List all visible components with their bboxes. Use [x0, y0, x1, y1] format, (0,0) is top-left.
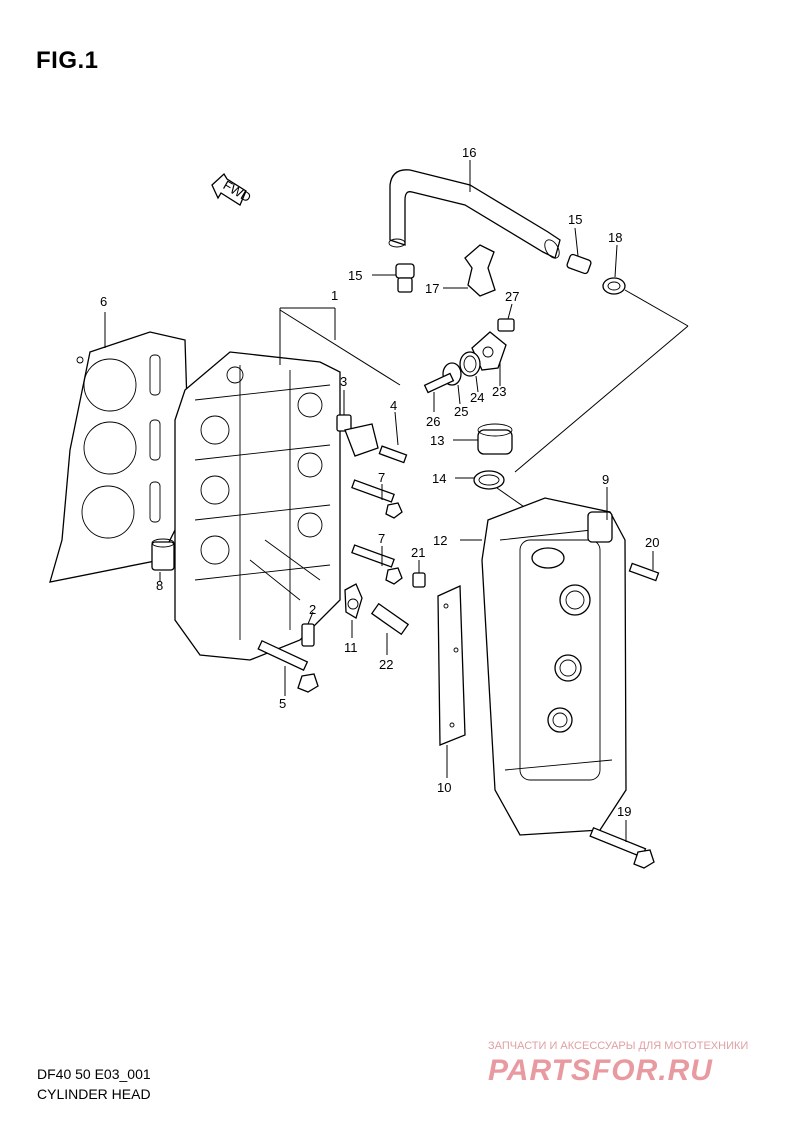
- cylinder-head: [174, 307, 401, 661]
- callout-15a: 15: [348, 268, 362, 283]
- callout-19: 19: [617, 804, 631, 819]
- watermark-brand: PARTSFOR.RU: [488, 1054, 713, 1087]
- diagram-name: CYLINDER HEAD: [37, 1086, 151, 1102]
- callout-15b: 15: [568, 212, 582, 227]
- callout-7b: 7: [378, 531, 385, 546]
- callout-5: 5: [279, 696, 286, 711]
- bolt-part-27: [497, 303, 515, 332]
- callout-4: 4: [390, 398, 397, 413]
- clip-part-17: [443, 244, 496, 297]
- sleeve-part-3: [336, 390, 352, 432]
- cap-part-13: [453, 423, 513, 455]
- callout-10: 10: [437, 780, 451, 795]
- callout-17: 17: [425, 281, 439, 296]
- screw-part-21: [412, 560, 426, 588]
- callout-12: 12: [433, 533, 447, 548]
- hose-part-16: [388, 160, 561, 259]
- callout-20: 20: [645, 535, 659, 550]
- callout-16: 16: [462, 145, 476, 160]
- bolt-part-26: [423, 372, 455, 412]
- callout-25: 25: [454, 404, 468, 419]
- cylinder-head-cover: [460, 487, 627, 836]
- bracket-part-4: [344, 411, 408, 464]
- callout-6: 6: [100, 294, 107, 309]
- callout-14: 14: [432, 471, 446, 486]
- bolt-part-7-upper: [351, 479, 403, 519]
- bolt-part-20: [628, 551, 660, 582]
- callout-24: 24: [470, 390, 484, 405]
- callout-11: 11: [344, 640, 358, 655]
- callout-18: 18: [608, 230, 622, 245]
- sensor-part-22: [370, 602, 410, 655]
- seal-part-11: [344, 583, 363, 638]
- dowel-pin: [151, 538, 175, 582]
- watermark-tagline: ЗАПЧАСТИ И АКСЕССУАРЫ ДЛЯ МОТОТЕХНИКИ: [488, 1040, 749, 1052]
- callout-1: 1: [331, 288, 338, 303]
- oring-part-24: [459, 351, 481, 393]
- callout-27: 27: [505, 289, 519, 304]
- bolt-part-19: [589, 820, 655, 869]
- diagram-code: DF40 50 E03_001: [37, 1066, 151, 1082]
- bolt-part-5: [257, 639, 319, 696]
- callout-labels: 1 2 3 4 5 6 7 7 8 9 10 11 12 13 14 15 15…: [100, 145, 659, 819]
- fitting-part-15-left: [372, 263, 415, 293]
- callout-2: 2: [309, 602, 316, 617]
- callout-3: 3: [340, 374, 347, 389]
- callout-22: 22: [379, 657, 393, 672]
- fwd-arrow: FWD: [211, 172, 254, 206]
- watermark: ЗАПЧАСТИ И АКСЕССУАРЫ ДЛЯ МОТОТЕХНИКИ PA…: [488, 1040, 784, 1092]
- callout-21: 21: [411, 545, 425, 560]
- callout-8: 8: [156, 578, 163, 593]
- figure-title: FIG.1: [36, 47, 99, 74]
- callout-7a: 7: [378, 470, 385, 485]
- callout-9: 9: [602, 472, 609, 487]
- fitting-part-15-right: [566, 227, 592, 275]
- clamp-part-18: [514, 244, 689, 473]
- bolt-part-7-lower: [351, 544, 403, 585]
- callout-26: 26: [426, 414, 440, 429]
- plug-part-2: [301, 611, 315, 647]
- callout-13: 13: [430, 433, 444, 448]
- cover-gasket-part-10: [437, 585, 466, 778]
- callout-23: 23: [492, 384, 506, 399]
